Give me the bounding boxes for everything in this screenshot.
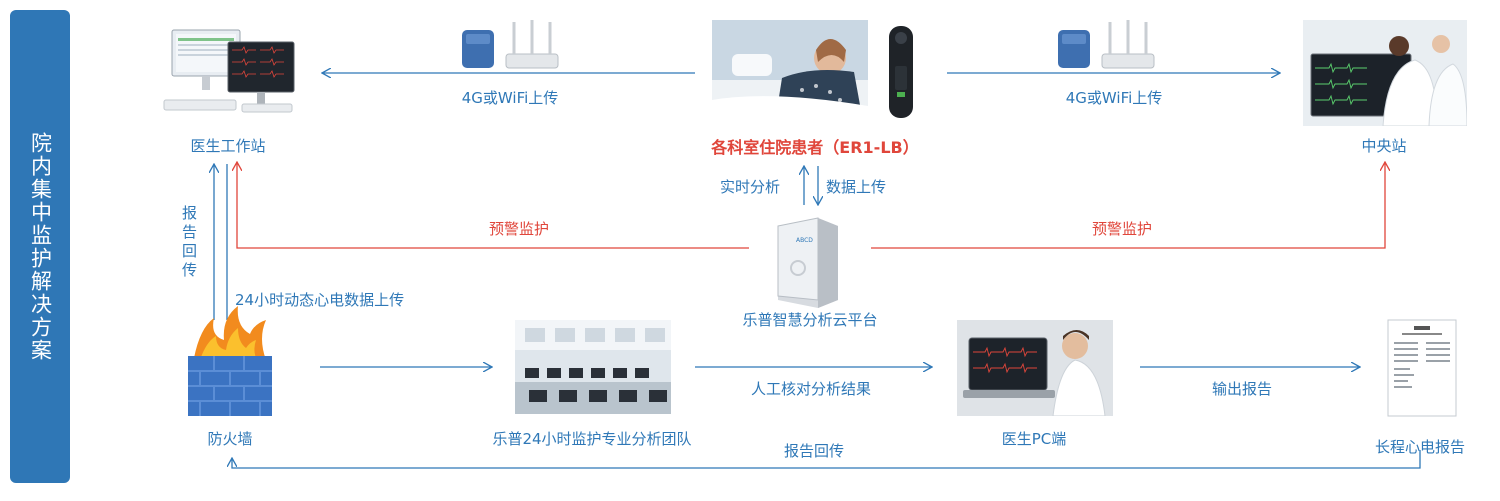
recorder-router-right-illustration xyxy=(1056,18,1156,70)
cloud-server-illustration: ABCD xyxy=(774,216,842,308)
patient-label: 各科室住院患者（ER1-LB） xyxy=(711,134,918,158)
warning-right-label: 预警监护 xyxy=(1092,218,1152,239)
cloud-platform-label: 乐普智慧分析云平台 xyxy=(742,309,877,330)
long-ecg-report-label: 长程心电报告 xyxy=(1375,436,1465,457)
report-return-bottom-label: 报告回传 xyxy=(784,440,844,461)
holter-upload-label: 24小时动态心电数据上传 xyxy=(235,289,404,310)
doctor-pc-label: 医生PC端 xyxy=(1002,428,1067,449)
analysis-team-label: 乐普24小时监护专业分析团队 xyxy=(492,428,691,449)
analysis-team-photo xyxy=(515,320,671,414)
firewall-label: 防火墙 xyxy=(207,428,252,449)
central-station-photo xyxy=(1303,20,1467,126)
firewall-illustration xyxy=(184,306,276,418)
doctor-pc-photo xyxy=(957,320,1113,416)
manual-review-label: 人工核对分析结果 xyxy=(751,378,871,399)
svg-text:ABCD: ABCD xyxy=(796,237,813,244)
warning-left-label: 预警监护 xyxy=(489,218,549,239)
doctor-workstation-illustration xyxy=(158,24,300,122)
report-document-illustration xyxy=(1386,318,1458,418)
upload-left-label: 4G或WiFi上传 xyxy=(462,87,559,108)
report-return-vertical-label: 报告回传 xyxy=(181,205,197,281)
data-upload-label: 数据上传 xyxy=(826,176,886,197)
realtime-analysis-label: 实时分析 xyxy=(720,176,780,197)
er1-lb-device-illustration xyxy=(886,24,916,120)
patient-photo xyxy=(712,20,868,124)
recorder-router-left-illustration xyxy=(460,18,560,70)
doctor-workstation-label: 医生工作站 xyxy=(190,135,265,156)
output-report-label: 输出报告 xyxy=(1212,378,1272,399)
upload-right-label: 4G或WiFi上传 xyxy=(1066,87,1163,108)
central-station-label: 中央站 xyxy=(1361,135,1406,156)
